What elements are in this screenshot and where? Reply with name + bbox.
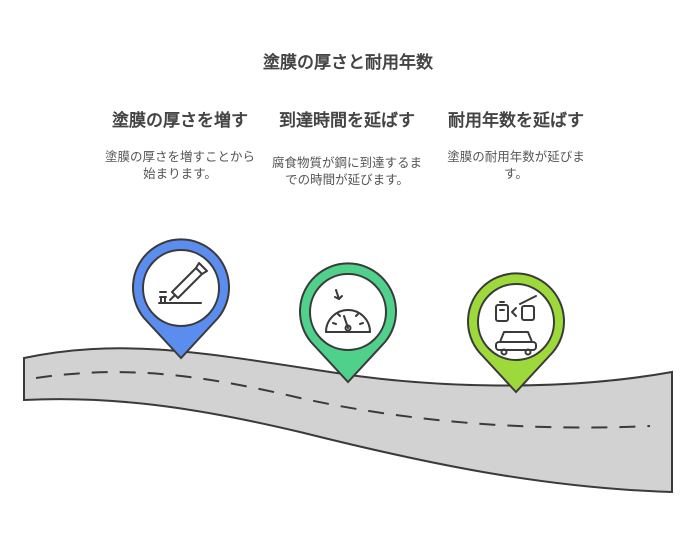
step-1-heading: 塗膜の厚さを増す (112, 111, 248, 131)
step-1: 塗膜の厚さを増す 塗膜の厚さを増すことから始まります。 (105, 110, 255, 182)
diagram-title: 塗膜の厚さと耐用年数 (263, 53, 433, 73)
pin-3 (467, 272, 565, 394)
speedometer-icon (325, 289, 371, 333)
step-2-heading: 到達時間を延ばす (279, 111, 415, 131)
pin-1 (132, 238, 230, 360)
toothpaste-brush-icon (158, 262, 208, 304)
car-battery-icon (495, 295, 537, 356)
step-1-description: 塗膜の厚さを増すことから始まります。 (105, 149, 256, 181)
step-3: 耐用年数を延ばす 塗膜の耐用年数が延びます。 (441, 110, 591, 182)
step-3-heading: 耐用年数を延ばす (448, 111, 584, 131)
road-center-line (35, 371, 651, 429)
step-2: 到達時間を延ばす 腐食物質が鋼に到達するまでの時間が延びます。 (272, 110, 422, 188)
pin-2 (299, 262, 397, 384)
road (23, 347, 673, 494)
step-3-description: 塗膜の耐用年数が延びます。 (447, 149, 585, 181)
step-2-description: 腐食物質が鋼に到達するまでの時間が延びます。 (272, 155, 423, 187)
